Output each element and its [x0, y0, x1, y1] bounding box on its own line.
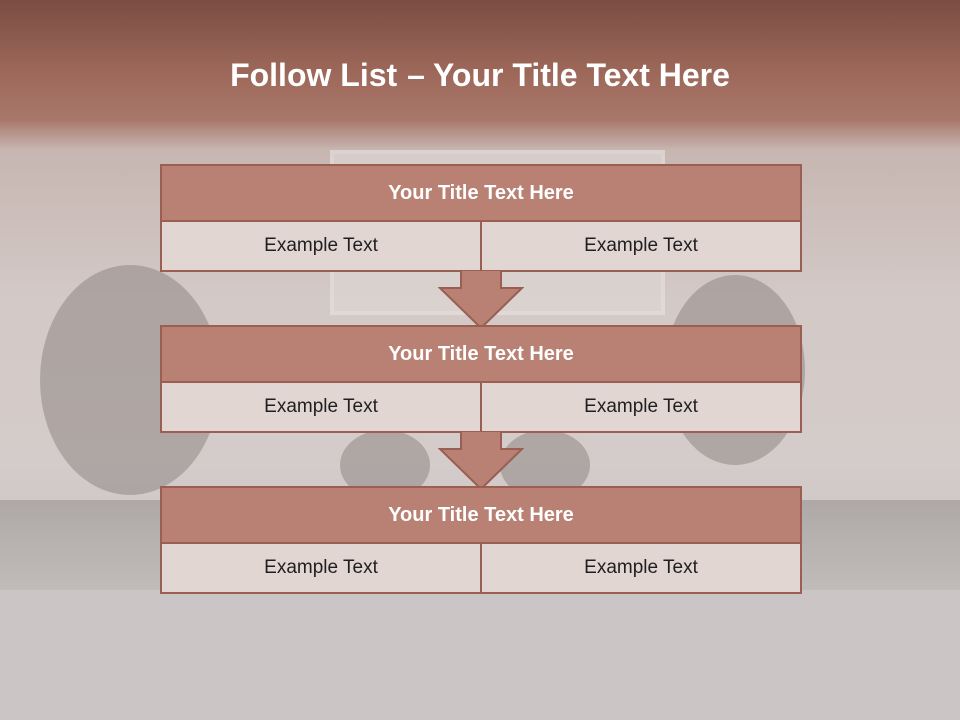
stage-3-right-cell: Example Text [482, 544, 802, 594]
stage-2-right-cell: Example Text [482, 383, 802, 433]
stage-1-title: Your Title Text Here [160, 164, 802, 222]
flow-stage-2: Your Title Text Here Example Text Exampl… [160, 325, 802, 433]
stage-2-title: Your Title Text Here [160, 325, 802, 383]
flow-stage-1: Your Title Text Here Example Text Exampl… [160, 164, 802, 272]
page-title: Follow List–Your Title Text Here [0, 52, 960, 98]
down-arrow-icon [438, 270, 524, 330]
stage-3-title: Your Title Text Here [160, 486, 802, 544]
stage-1-left-cell: Example Text [160, 222, 482, 272]
stage-2-left-cell: Example Text [160, 383, 482, 433]
background-fade [0, 590, 960, 720]
stage-1-row: Example Text Example Text [160, 222, 802, 272]
page-title-dash: – [407, 57, 425, 93]
stage-3-row: Example Text Example Text [160, 544, 802, 594]
page-title-rest: Your Title Text Here [432, 57, 730, 93]
page-title-bold: Follow List [230, 57, 398, 93]
flow-stage-3: Your Title Text Here Example Text Exampl… [160, 486, 802, 594]
stage-2-row: Example Text Example Text [160, 383, 802, 433]
down-arrow-icon [438, 431, 524, 491]
stage-3-left-cell: Example Text [160, 544, 482, 594]
stage-1-right-cell: Example Text [482, 222, 802, 272]
